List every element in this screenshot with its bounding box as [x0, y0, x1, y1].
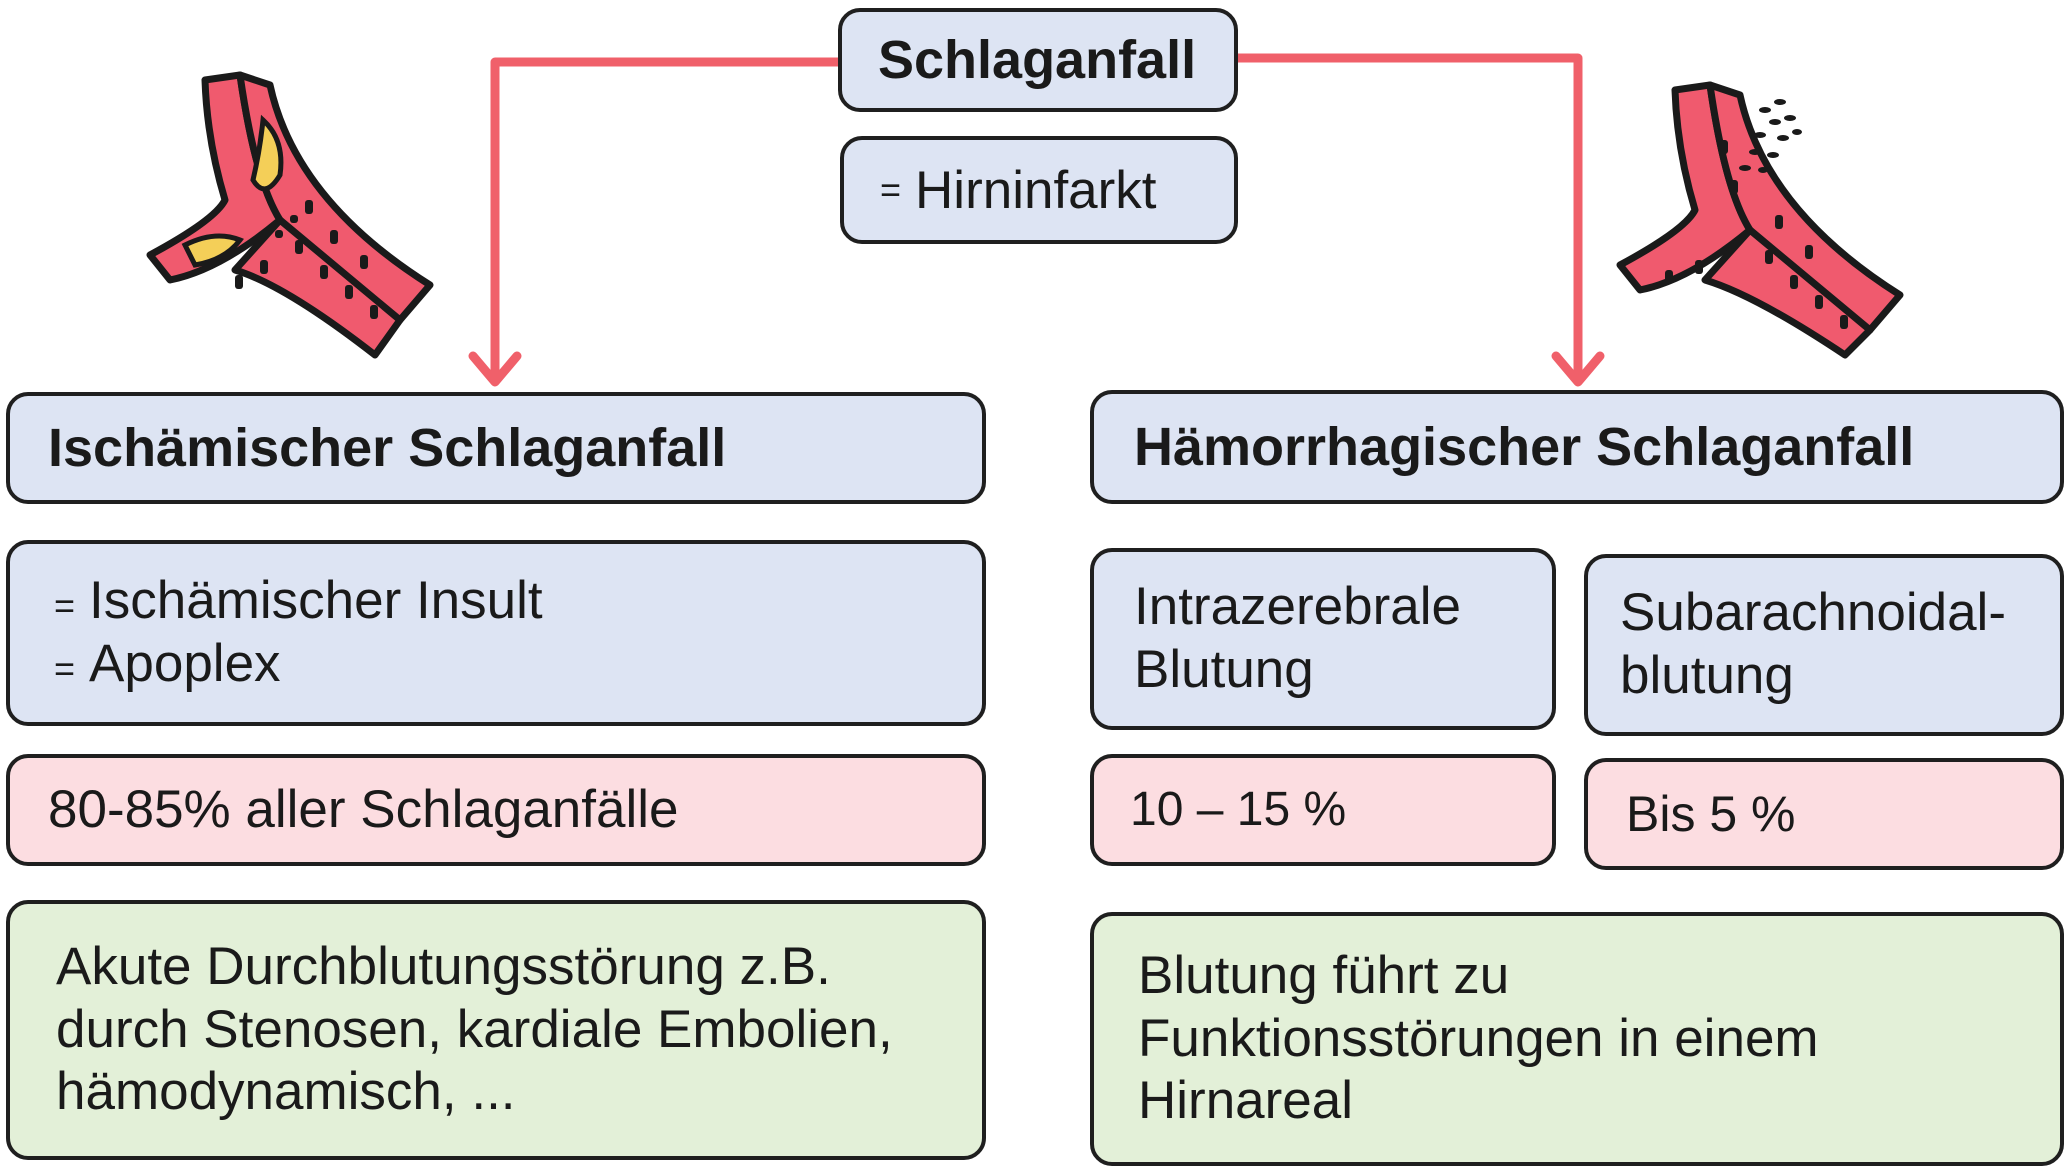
description-line: Blutung führt zu: [1138, 946, 1510, 1006]
type-name-line: Blutung: [1134, 640, 1314, 699]
intracerebral-share-box: 10 – 15 %: [1090, 754, 1556, 866]
equals-sign: =: [880, 169, 902, 210]
root-title: Schlaganfall: [878, 30, 1197, 90]
ischemic-description-box: Akute Durchblutungsstörung z.B. durch St…: [6, 900, 986, 1160]
hemorrhagic-title: Hämorrhagischer Schlaganfall: [1134, 417, 1915, 477]
hemorrhagic-title-box: Hämorrhagischer Schlaganfall: [1090, 390, 2064, 504]
subarachnoid-share-box: Bis 5 %: [1584, 758, 2064, 870]
hemorrhagic-description-box: Blutung führt zu Funktionsstörungen in e…: [1090, 912, 2064, 1166]
arrow-to-hemorrhagic-head: [1551, 351, 1605, 387]
subarachnoid-box: Subarachnoidal- blutung: [1584, 554, 2064, 736]
type-name-line: blutung: [1620, 646, 1794, 705]
arrow-to-hemorrhagic: [1236, 53, 1583, 380]
root-synonym-box: = Hirninfarkt: [840, 136, 1238, 244]
description-line: durch Stenosen, kardiale Embolien,: [56, 999, 893, 1059]
arrow-to-ischemic-head: [468, 351, 522, 387]
type-name-line: Intrazerebrale: [1134, 577, 1462, 637]
synonym-text: Apoplex: [89, 634, 281, 693]
synonym-line: = Ischämischer Insult: [54, 570, 543, 633]
synonym-text: Ischämischer Insult: [89, 571, 543, 631]
description-line: hämodynamisch, ...: [56, 1062, 516, 1122]
ischemic-title-box: Ischämischer Schlaganfall: [6, 392, 986, 504]
synonym-line: = Apoplex: [54, 633, 281, 696]
intracerebral-box: Intrazerebrale Blutung: [1090, 548, 1556, 730]
ischemic-share: 80-85% aller Schlaganfälle: [48, 779, 679, 839]
ischemic-synonyms-box: = Ischämischer Insult = Apoplex: [6, 540, 986, 726]
description-line: Akute Durchblutungsstörung z.B.: [56, 937, 831, 997]
root-title-box: Schlaganfall: [838, 8, 1238, 112]
ischemic-title: Ischämischer Schlaganfall: [48, 418, 727, 478]
subarachnoid-share: Bis 5 %: [1626, 785, 1796, 842]
type-name-line: Subarachnoidal-: [1620, 583, 2006, 643]
root-synonym: Hirninfarkt: [915, 160, 1157, 220]
vessel-plaque-icon: [146, 71, 434, 359]
equals-sign: =: [54, 585, 76, 627]
intracerebral-share: 10 – 15 %: [1130, 782, 1347, 836]
description-line: Hirnareal: [1138, 1071, 1354, 1131]
vessel-rupture-icon: [1616, 81, 1904, 359]
ischemic-share-box: 80-85% aller Schlaganfälle: [6, 754, 986, 866]
description-line: Funktionsstörungen in einem: [1138, 1008, 1819, 1068]
equals-sign: =: [54, 648, 76, 689]
arrow-to-ischemic: [490, 57, 838, 378]
